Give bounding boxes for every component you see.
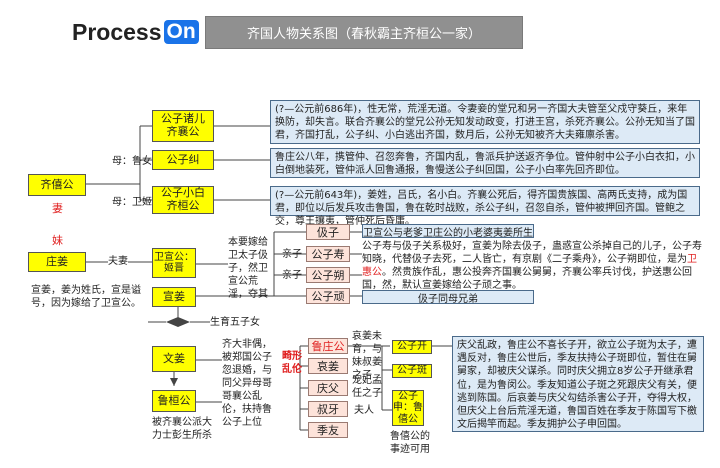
person-father[interactable]: 齐僖公	[28, 174, 86, 196]
weihuigong-highlight: 卫惠公	[362, 254, 697, 278]
lu-child-shuya[interactable]: 叔牙	[308, 401, 348, 417]
son-jiu[interactable]: 公子纠	[152, 150, 214, 170]
wenjiang-note: 齐大非偶，被郑国公子忽退婚，与同父异母哥哥襄公乱伦，扶持鲁公子上位	[222, 339, 272, 428]
person-weigong[interactable]: 卫宣公： 姬晋	[152, 248, 196, 278]
xuanjiang-note: 宣姜，姜为姓氏，宣是谥号，因为嫁给了卫宣公。	[31, 285, 141, 309]
mother-lu: 母：鲁女	[112, 156, 152, 167]
wei-son-wan[interactable]: 公子顽	[306, 288, 350, 304]
page-title-text: 齐国人物关系图（春秋霸主齐桓公一家）	[246, 27, 481, 42]
lu-son-shen[interactable]: 公子申：鲁僖公	[392, 390, 424, 426]
wei-note-title: 卫宣公与老爹卫庄公的小老婆夷姜所生	[362, 224, 534, 239]
lu-child-jiyou[interactable]: 季友	[308, 422, 348, 438]
logo-text: Process	[72, 18, 162, 45]
son-xiaobai[interactable]: 公子小白 齐桓公	[152, 186, 214, 214]
person-huangong[interactable]: 鲁桓公	[152, 390, 196, 412]
lu-child-qingfu[interactable]: 庆父	[308, 380, 348, 396]
aijiang-note: 哀姜未育，与妹叔姜之子	[352, 331, 382, 381]
five-children-label: 生育五子女	[210, 317, 260, 328]
incest-label: 畸形乱伦	[282, 351, 302, 375]
desc-jiu: 鲁庄公八年，携管仲、召忽奔鲁，齐国内乱，鲁派兵护送返齐争位。管仲射中公子小白衣扣…	[270, 148, 700, 178]
husband-label: 夫妻	[108, 252, 128, 267]
person-wenjiang[interactable]: 文姜	[152, 346, 196, 372]
desc-zhuer: (?—公元前686年)，性无常，荒淫无道。令妻妾的堂兄和另一齐国大夫管至父戍守葵…	[270, 100, 700, 144]
shujiang-note: 宠妃孟任之子	[352, 375, 382, 399]
qinzi-label-1: 亲子	[282, 249, 302, 260]
person-xuanjiang[interactable]: 宣姜	[152, 287, 196, 307]
fuwife-label: 夫人	[354, 405, 374, 416]
mother-wei: 母：卫姬	[112, 197, 152, 208]
wei-note: 公子寿与伋子关系极好，宣姜为除去伋子，蛊惑宣公杀掉自己的儿子，公子寿知晓，代替伋…	[362, 241, 702, 291]
wei-son-shuo[interactable]: 公子朔	[306, 267, 350, 283]
sister-char-1: 妻	[52, 202, 63, 215]
lu-son-ban[interactable]: 公子斑	[392, 364, 432, 378]
lu-son-kai[interactable]: 公子开	[392, 340, 432, 354]
brother-note: 伋子同母兄弟	[362, 290, 534, 305]
marriage-note: 本要嫁给卫太子伋子，然卫宣公荒淫，夺其	[228, 237, 268, 300]
son-zhuer[interactable]: 公子诸儿 齐襄公	[152, 110, 214, 142]
logo-badge: On	[163, 20, 199, 44]
desc-xiaobai: (?—公元前643年)，姜姓，吕氏，名小白。齐襄公死后，得齐国贵族国、高两氏支持…	[270, 186, 700, 227]
lu-child-zhuanggong[interactable]: 鲁庄公	[308, 338, 348, 354]
huangong-note: 被齐襄公派大力士彭生所杀	[152, 417, 212, 441]
qingfu-note: 庆父乱政，鲁庄公不喜长子开，欲立公子斑为太子，遭遇反对，鲁庄公世后，季友扶持公子…	[452, 336, 704, 432]
lu-child-aijiang[interactable]: 哀姜	[308, 358, 348, 374]
wei-son-jizi[interactable]: 伋子	[306, 224, 350, 240]
page-title: 齐国人物关系图（春秋霸主齐桓公一家）	[205, 16, 523, 49]
qinzi-label-2: 亲子	[282, 270, 302, 281]
sister-char-2: 妹	[52, 234, 63, 247]
lu-note: 鲁僖公的事迹可用	[390, 431, 430, 455]
wei-son-shou[interactable]: 公子寿	[306, 246, 350, 262]
person-daughter[interactable]: 庄姜	[28, 252, 86, 272]
logo[interactable]: Process On	[72, 16, 199, 48]
